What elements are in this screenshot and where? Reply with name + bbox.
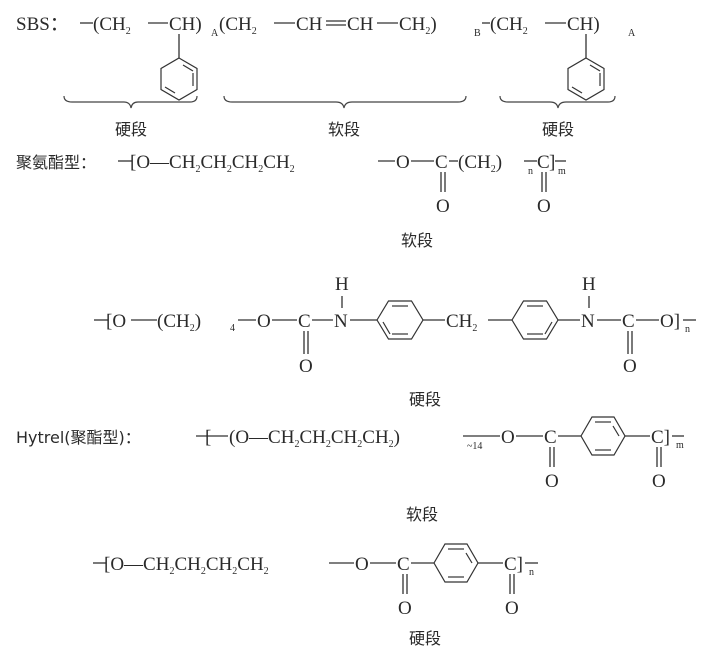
benzene-ring-icon bbox=[567, 57, 605, 101]
hytrel-index-14: ~14 bbox=[467, 441, 482, 452]
pu-index-n: n bbox=[528, 166, 533, 177]
hytrel-hard-index-n: n bbox=[529, 567, 534, 578]
pu-hard-o2: O bbox=[257, 311, 271, 332]
pu-hard-c-1: C bbox=[298, 311, 311, 332]
benzene-ring-icon bbox=[433, 543, 479, 583]
brace-hard-segment-2 bbox=[499, 95, 616, 109]
hytrel-hard-o: O bbox=[355, 554, 369, 575]
pu-hard-n-2: N bbox=[581, 311, 595, 332]
benzene-ring-icon bbox=[580, 416, 626, 456]
pu-hard-h-2: H bbox=[582, 274, 596, 295]
pu-ester-o: O bbox=[396, 152, 410, 173]
hytrel-index-m: m bbox=[676, 440, 684, 451]
label-soft-segment: 软段 bbox=[328, 120, 360, 139]
brace-hard-segment-1 bbox=[63, 95, 198, 109]
pu-hard-index-4: 4 bbox=[230, 323, 235, 334]
sbs-index-a-2: A bbox=[628, 28, 636, 39]
polyurethane-structure: 聚氨酯型： [O—CH2CH2CH2CH2 O C O (CH2) n C ] … bbox=[16, 152, 696, 409]
pu-hard-carbonyl-o-2: O bbox=[623, 356, 637, 377]
pu-hard-index-n: n bbox=[685, 324, 690, 335]
sbs-styrene-2-ch2: (CH2 bbox=[490, 14, 528, 37]
benzene-ring-icon bbox=[376, 300, 424, 340]
pu-index-m: m bbox=[558, 166, 566, 177]
hytrel-carbonyl-o-2: O bbox=[652, 471, 666, 492]
benzene-ring-icon bbox=[511, 300, 559, 340]
brace-soft-segment bbox=[223, 95, 467, 109]
sbs-structure: SBS： (CH2 CH) A (CH2 CH CH CH2) B (CH2 C… bbox=[16, 14, 636, 139]
hytrel-hard-chain: [O—CH2CH2CH2CH2 bbox=[104, 554, 269, 577]
pu-hard-h-1: H bbox=[335, 274, 349, 295]
hytrel-soft-chain: (O—CH2CH2CH2CH2) bbox=[229, 427, 400, 450]
sbs-styrene-1-ch: CH) bbox=[169, 14, 202, 35]
hytrel-carbonyl-o-1: O bbox=[545, 471, 559, 492]
hytrel-hard-label: 硬段 bbox=[409, 629, 441, 648]
hytrel-ester-o: O bbox=[501, 427, 515, 448]
pu-hard-label: 硬段 bbox=[409, 390, 441, 409]
pu-hard-ch2-4: (CH2) bbox=[157, 311, 201, 334]
pu-carbonyl-c-1: C bbox=[435, 152, 448, 173]
sbs-butadiene-ch-2: CH bbox=[347, 14, 374, 35]
pu-hard-carbonyl-o-1: O bbox=[299, 356, 313, 377]
pu-hard-n-1: N bbox=[334, 311, 348, 332]
hytrel-hard-carbonyl-o-1: O bbox=[398, 598, 412, 619]
polyurethane-label: 聚氨酯型： bbox=[16, 153, 96, 172]
pu-carbonyl-o-2: O bbox=[537, 196, 551, 217]
hytrel-carbonyl-c-1: C bbox=[544, 427, 557, 448]
label-hard-segment: 硬段 bbox=[115, 120, 147, 139]
hytrel-hard-c-2: C] bbox=[504, 554, 523, 575]
sbs-butadiene-ch-1: CH bbox=[296, 14, 323, 35]
label-hard-segment: 硬段 bbox=[542, 120, 574, 139]
hytrel-soft-label: 软段 bbox=[406, 505, 438, 524]
hytrel-hard-carbonyl-o-2: O bbox=[505, 598, 519, 619]
pu-hard-c-2: C bbox=[622, 311, 635, 332]
pu-carbonyl-c-2: C bbox=[537, 152, 550, 173]
sbs-label: SBS： bbox=[16, 14, 69, 35]
pu-soft-chain: [O—CH2CH2CH2CH2 bbox=[130, 152, 295, 175]
bracket-open: [ bbox=[205, 427, 211, 448]
sbs-butadiene-ch2: (CH2 bbox=[219, 14, 257, 37]
sbs-index-b: B bbox=[474, 28, 481, 39]
sbs-index-a-1: A bbox=[211, 28, 219, 39]
hytrel-carbonyl-c-2: C] bbox=[651, 427, 670, 448]
pu-hard-o3: O] bbox=[660, 311, 680, 332]
pu-soft-label: 软段 bbox=[401, 231, 433, 250]
hytrel-hard-c-1: C bbox=[397, 554, 410, 575]
pu-hard-ch2: CH2 bbox=[446, 311, 477, 334]
hytrel-label: Hytrel(聚酯型)： bbox=[16, 428, 141, 447]
pu-carbonyl-o-1: O bbox=[436, 196, 450, 217]
sbs-butadiene-ch2-end: CH2) bbox=[399, 14, 437, 37]
pu-hard-o1: [O bbox=[106, 311, 126, 332]
bracket-close: ] bbox=[549, 152, 555, 173]
hytrel-structure: Hytrel(聚酯型)： [ (O—CH2CH2CH2CH2) ~14 O C … bbox=[16, 416, 684, 648]
sbs-styrene-1-ch2: (CH2 bbox=[93, 14, 131, 37]
sbs-styrene-2-ch: CH) bbox=[567, 14, 600, 35]
benzene-ring-icon bbox=[160, 57, 198, 101]
pu-ch2n: (CH2) bbox=[458, 152, 502, 175]
